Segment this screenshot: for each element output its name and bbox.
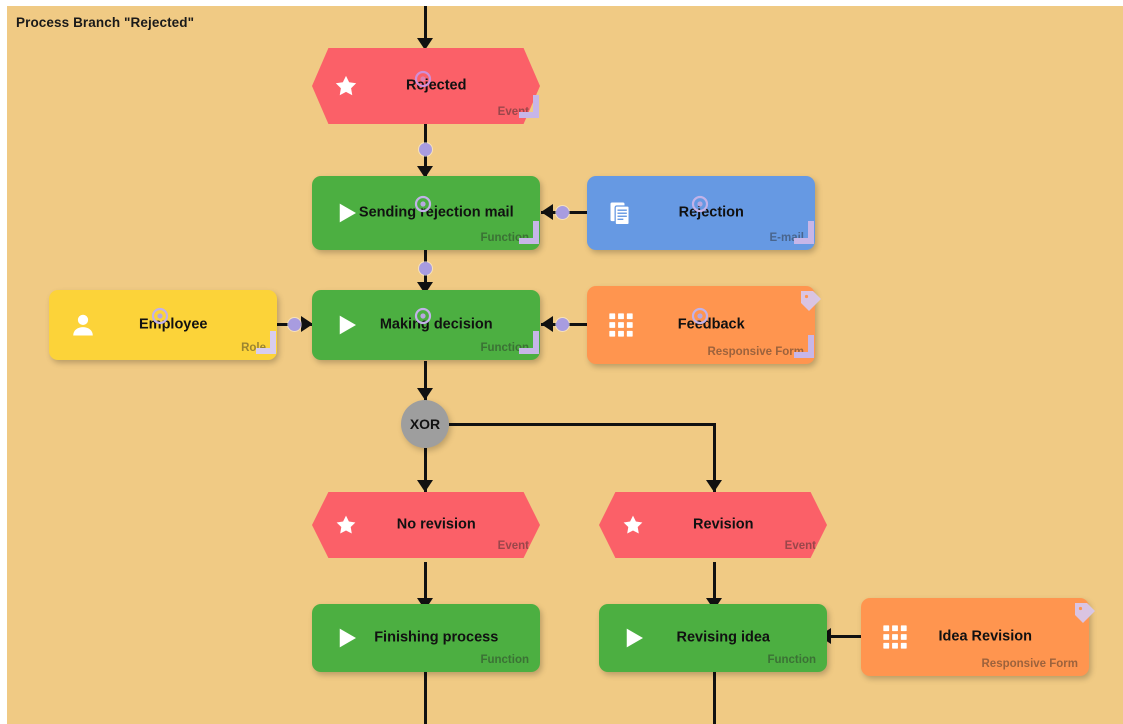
edge-xor-to-no-revision [424,448,427,493]
gateway-label: XOR [409,416,441,432]
edge-xor-branch-vertical [713,423,716,493]
arrow-into-sending-from-rejection [541,204,553,220]
edge-decision-to-xor [424,361,427,401]
edge-revision-to-revising [713,562,716,612]
star-icon [330,509,362,541]
documents-icon [605,197,637,229]
star-icon [330,70,362,102]
node-label: No revision [396,516,476,533]
node-label: Idea Revision [938,628,1032,645]
play-icon [330,197,362,229]
node-no-revision[interactable]: No revision Event [312,492,540,558]
anchor-dot-sending-decision[interactable] [419,262,432,275]
node-revising-idea[interactable]: Revising idea Function [599,604,827,672]
node-type-label: Event [784,540,816,552]
play-icon [617,622,649,654]
node-type-label: E-mail [769,232,804,244]
node-sending-rejection-mail[interactable]: Sending rejection mail Function [312,176,540,250]
anchor-dot-feedback-decision[interactable] [556,318,569,331]
anchor-dot-rejection-sending[interactable] [556,206,569,219]
person-icon [67,309,99,341]
node-feedback[interactable]: Feedback Responsive Form [587,286,815,364]
node-finishing-process[interactable]: Finishing process Function [312,604,540,672]
node-label: Making decision [379,316,493,333]
node-type-label: Event [497,106,529,118]
node-label: Revision [693,516,754,533]
node-type-label: Role [241,342,266,354]
star-icon [617,509,649,541]
node-label: Rejected [406,77,467,94]
node-rejected[interactable]: Rejected Event [312,48,540,124]
anchor-dot-employee-decision[interactable] [288,318,301,331]
grid-icon [879,621,911,653]
node-label: Feedback [677,316,745,333]
node-type-label: Responsive Form [981,658,1079,670]
node-type-label: Function [480,342,529,354]
grid-icon [605,309,637,341]
play-icon [330,309,362,341]
node-revision[interactable]: Revision Event [599,492,827,558]
arrow-into-sending [417,166,433,178]
arrow-into-rejected [417,38,433,50]
node-type-label: Function [767,654,816,666]
edge-finishing-outgoing [424,672,427,724]
node-type-label: Function [480,232,529,244]
node-label: Sending rejection mail [358,204,514,221]
arrow-into-xor [417,388,433,400]
node-employee[interactable]: Employee Role [49,290,277,360]
arrow-into-revision [706,480,722,492]
node-label: Revising idea [676,629,770,646]
node-idea-revision[interactable]: Idea Revision Responsive Form [861,598,1089,676]
arrow-into-decision-from-feedback [541,316,553,332]
node-type-label: Function [480,654,529,666]
anchor-dot-rejected-sending[interactable] [419,143,432,156]
node-type-label: Event [497,540,529,552]
arrow-into-no-revision [417,480,433,492]
arrow-into-decision-from-employee [301,316,313,332]
node-label: Employee [139,316,208,333]
play-icon [330,622,362,654]
node-rejection[interactable]: Rejection E-mail [587,176,815,250]
node-label: Rejection [678,204,744,221]
node-label: Finishing process [374,629,499,646]
node-type-label: Responsive Form [707,346,805,358]
edge-revising-outgoing [713,672,716,724]
xor-gateway[interactable]: XOR [401,400,449,448]
edge-top-to-rejected [424,6,427,42]
edge-idea-revision-to-revising [829,635,861,638]
lane-title: Process Branch "Rejected" [16,15,195,30]
node-making-decision[interactable]: Making decision Function [312,290,540,360]
edge-xor-branch-horizontal [449,423,715,426]
edge-no-revision-to-finishing [424,562,427,612]
